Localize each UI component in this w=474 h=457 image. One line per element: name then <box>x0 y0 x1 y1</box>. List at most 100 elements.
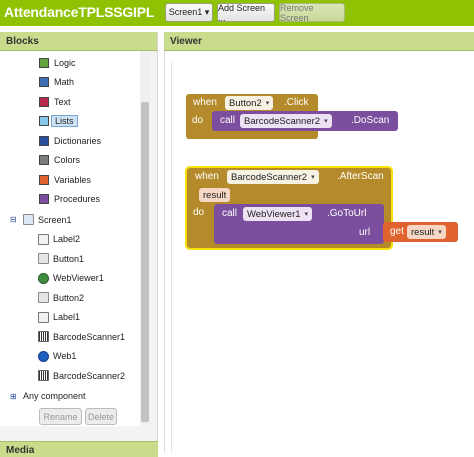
remove-screen-button[interactable]: Remove Screen <box>279 3 345 23</box>
component-dropdown-button2[interactable]: Button2▾ <box>225 96 274 110</box>
tree-item-label1[interactable]: Label1 <box>38 309 80 326</box>
tree-item-label: Web1 <box>53 351 77 361</box>
drawer-color-icon <box>39 174 49 185</box>
builtin-drawer-logic[interactable]: Logic <box>39 54 76 71</box>
add-screen-button[interactable]: Add Screen ... <box>217 3 275 23</box>
builtin-drawer-text[interactable]: Text <box>39 93 71 110</box>
tree-item-button2[interactable]: Button2 <box>38 289 84 306</box>
tree-item-label2[interactable]: Label2 <box>38 231 80 248</box>
globe-icon <box>38 272 49 284</box>
method-name: .GoToUrl <box>327 208 367 219</box>
button-icon <box>38 292 49 303</box>
chevron-down-icon: ▾ <box>324 118 328 125</box>
chevron-down-icon: ▾ <box>438 229 442 236</box>
viewer-header: Viewer <box>164 32 474 51</box>
tree-item-any-component[interactable]: ⊞ Any component <box>10 388 86 405</box>
tree-item-label: Label1 <box>53 312 81 322</box>
drawer-label: Colors <box>54 155 81 165</box>
builtin-drawer-math[interactable]: Math <box>39 74 74 91</box>
builtin-drawer-dictionaries[interactable]: Dictionaries <box>39 132 101 149</box>
tree-item-label: Label2 <box>53 234 81 244</box>
when-keyword: when <box>195 171 219 182</box>
drawer-color-icon <box>39 96 49 107</box>
method-name: .DoScan <box>351 115 390 126</box>
when-keyword: when <box>193 97 217 108</box>
tree-item-webviewer1[interactable]: WebViewer1 <box>38 270 104 287</box>
component-actions: Rename Delete <box>0 408 145 430</box>
drawer-label: Variables <box>54 174 91 185</box>
label-icon <box>38 233 49 245</box>
barcode-icon <box>38 331 49 342</box>
call-keyword: call <box>220 115 236 126</box>
component-name: BarcodeScanner2 <box>231 171 308 183</box>
drawer-color-icon <box>39 77 49 87</box>
drawer-color-icon <box>39 135 49 146</box>
call-keyword: call <box>222 208 238 219</box>
do-keyword: do <box>193 207 205 218</box>
tree-item-label: Any component <box>23 391 86 401</box>
component-dropdown-barcodescanner2[interactable]: BarcodeScanner2▾ <box>240 114 332 128</box>
event-name: .AfterScan <box>337 171 384 182</box>
component-dropdown-barcodescanner2[interactable]: BarcodeScanner2▾ <box>227 170 319 184</box>
gotourl-call-block[interactable]: call WebViewer1▾ .GoToUrl url <box>214 204 384 244</box>
builtin-drawer-variables[interactable]: Variables <box>39 171 91 188</box>
variable-dropdown-result[interactable]: result▾ <box>407 225 446 239</box>
media-header[interactable]: Media <box>0 441 158 457</box>
component-name: BarcodeScanner2 <box>244 115 321 127</box>
drawer-color-icon <box>39 194 49 204</box>
doscan-call-block[interactable]: call BarcodeScanner2▾ .DoScan <box>212 111 398 131</box>
tree-item-label: WebViewer1 <box>53 273 104 283</box>
drawer-label: Logic <box>54 57 76 68</box>
tree-item-web1[interactable]: Web1 <box>38 348 76 365</box>
expand-icon[interactable]: ⊞ <box>10 391 17 401</box>
param-result[interactable]: result <box>199 188 231 202</box>
do-keyword: do <box>192 115 204 126</box>
tree-item-barcodescanner1[interactable]: BarcodeScanner1 <box>38 328 125 345</box>
tree-item-screen1[interactable]: ⊟ Screen1 <box>10 211 72 228</box>
drawer-color-icon <box>39 155 49 165</box>
event-name: .Click <box>284 97 309 108</box>
drawer-label: Dictionaries <box>54 135 102 146</box>
drawer-label: Procedures <box>54 194 101 204</box>
url-socket-label: url <box>359 227 371 238</box>
variable-name: result <box>411 226 435 238</box>
tree-item-barcodescanner2[interactable]: BarcodeScanner2 <box>38 367 125 384</box>
blocks-header: Blocks <box>0 32 157 51</box>
component-dropdown-webviewer1[interactable]: WebViewer1▾ <box>243 207 313 221</box>
tree-item-label: Button2 <box>53 292 85 303</box>
tree-scrollbar-thumb[interactable] <box>141 102 149 422</box>
component-name: Button2 <box>229 97 262 109</box>
rename-button[interactable]: Rename <box>39 408 82 425</box>
builtin-drawer-procedures[interactable]: Procedures <box>39 191 100 208</box>
chevron-down-icon: ▾ <box>265 100 270 107</box>
barcode-icon <box>38 370 49 381</box>
component-name: WebViewer1 <box>247 208 301 220</box>
chevron-down-icon: ▾ <box>304 211 309 218</box>
top-bar: AttendanceTPLSSGIPL Screen1 ▾ Add Screen… <box>0 0 474 26</box>
collapse-icon[interactable]: ⊟ <box>10 215 17 224</box>
chevron-down-icon: ▾ <box>311 174 315 181</box>
web-icon <box>38 350 49 362</box>
drawer-label: Math <box>54 77 75 87</box>
app-title: AttendanceTPLSSGIPL <box>4 4 155 20</box>
drawer-label: Lists <box>51 115 78 127</box>
screen-select[interactable]: Screen1 ▾ <box>165 3 213 22</box>
blocks-workspace[interactable]: when Button2▾ .Click do call BarcodeScan… <box>164 51 474 453</box>
screen-icon <box>23 214 34 225</box>
drawer-label: Text <box>54 96 71 107</box>
tree-item-label: BarcodeScanner1 <box>53 331 126 342</box>
drawer-color-icon <box>39 116 49 126</box>
builtin-drawer-lists[interactable]: Lists <box>39 113 78 130</box>
builtin-drawer-colors[interactable]: Colors <box>39 152 80 169</box>
tree-item-label: Screen1 <box>38 214 72 225</box>
delete-button[interactable]: Delete <box>85 408 117 425</box>
tree-item-label: Button1 <box>53 253 85 264</box>
tree-item-label: BarcodeScanner2 <box>53 370 126 381</box>
label-icon <box>38 311 49 323</box>
get-keyword: get <box>390 226 404 237</box>
tree-item-button1[interactable]: Button1 <box>38 250 84 267</box>
get-result-block[interactable]: get result▾ <box>383 222 458 242</box>
button-icon <box>38 253 49 264</box>
